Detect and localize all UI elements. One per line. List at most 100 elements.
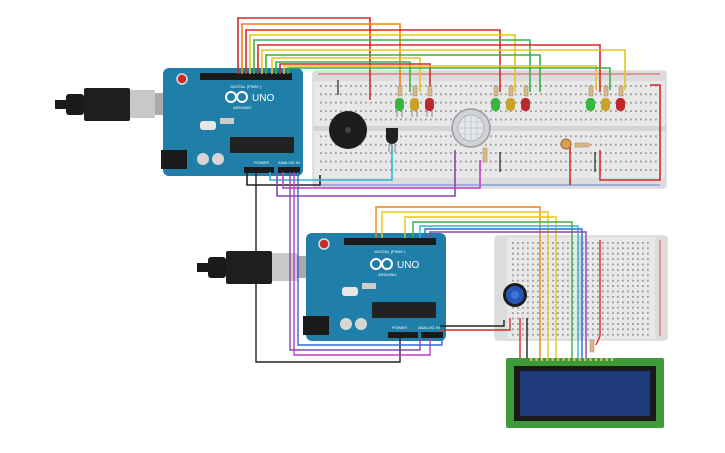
- breadboard-hole: [395, 85, 397, 87]
- breadboard-hole: [505, 93, 507, 96]
- breadboard-hole: [420, 85, 422, 87]
- lower-arduino[interactable]: DIGITAL (PWM~) UNO ARDUINO POWER ANALOG …: [197, 233, 446, 341]
- green-led[interactable]: [586, 98, 595, 111]
- breadboard-hole: [530, 93, 532, 96]
- breadboard-hole: [625, 101, 627, 104]
- breadboard-hole: [592, 290, 594, 293]
- breadboard-hole: [607, 323, 609, 325]
- breadboard-hole: [360, 93, 362, 96]
- breadboard-hole: [455, 85, 457, 87]
- breadboard-hole: [610, 169, 612, 171]
- breadboard-hole: [385, 110, 387, 112]
- breadboard-hole: [570, 110, 572, 112]
- breadboard-hole: [330, 118, 332, 121]
- breadboard-hole: [587, 247, 589, 250]
- lcd-pins: [530, 358, 614, 361]
- upper-arduino[interactable]: DIGITAL (PWM~) UNO ARDUINO POWER ANALOG …: [55, 68, 303, 176]
- breadboard-hole: [355, 152, 357, 154]
- breadboard-hole: [532, 263, 534, 266]
- reset-button[interactable]: [318, 238, 330, 250]
- temperature-sensor[interactable]: [386, 128, 398, 152]
- breadboard-hole: [632, 252, 634, 255]
- breadboard-hole: [647, 296, 649, 298]
- breadboard-hole: [607, 285, 609, 287]
- green-led[interactable]: [395, 98, 404, 117]
- breadboard-hole: [545, 152, 547, 154]
- breadboard-hole: [580, 169, 582, 171]
- breadboard-hole: [612, 328, 614, 331]
- led-group-2[interactable]: [491, 98, 530, 111]
- red-led[interactable]: [616, 98, 625, 111]
- gas-sensor[interactable]: [451, 108, 491, 148]
- breadboard-hole: [587, 312, 589, 314]
- breadboard-hole: [562, 328, 564, 331]
- breadboard-hole: [560, 85, 562, 87]
- breadboard-hole: [542, 333, 544, 336]
- breadboard-hole: [627, 333, 629, 336]
- breadboard-hole: [530, 110, 532, 112]
- breadboard-hole: [505, 135, 507, 138]
- breadboard-hole: [640, 110, 642, 112]
- breadboard-hole: [542, 290, 544, 293]
- reset-button[interactable]: [176, 73, 188, 85]
- breadboard-hole: [415, 152, 417, 154]
- potentiometer[interactable]: [503, 283, 527, 307]
- breadboard-hole: [572, 333, 574, 336]
- breadboard-hole: [575, 135, 577, 138]
- breadboard-hole: [445, 160, 447, 163]
- breadboard-hole: [650, 110, 652, 112]
- breadboard-hole: [600, 135, 602, 138]
- breadboard-hole: [592, 328, 594, 331]
- breadboard-hole: [625, 85, 627, 87]
- lcd-display[interactable]: [506, 358, 664, 428]
- led-group-3[interactable]: [586, 98, 625, 111]
- breadboard-hole: [550, 169, 552, 171]
- breadboard-hole: [330, 85, 332, 87]
- breadboard-hole: [385, 160, 387, 163]
- red-led[interactable]: [521, 98, 530, 111]
- breadboard-hole: [517, 333, 519, 336]
- breadboard-hole: [627, 252, 629, 255]
- yellow-led[interactable]: [506, 98, 515, 111]
- resistors[interactable]: [397, 85, 624, 353]
- breadboard-hole: [645, 85, 647, 87]
- breadboard-hole: [587, 263, 589, 266]
- yellow-led[interactable]: [601, 98, 610, 111]
- breadboard-hole: [540, 101, 542, 104]
- breadboard-hole: [525, 118, 527, 121]
- piezo-buzzer[interactable]: [329, 111, 367, 149]
- breadboard-hole: [580, 160, 582, 163]
- breadboard-hole: [515, 143, 517, 146]
- breadboard-hole: [560, 110, 562, 112]
- green-led[interactable]: [491, 98, 500, 111]
- breadboard-hole: [460, 93, 462, 96]
- led-group-1[interactable]: [395, 98, 434, 117]
- breadboard-hole: [500, 101, 502, 104]
- yellow-led[interactable]: [410, 98, 419, 117]
- breadboard-hole: [612, 290, 614, 293]
- breadboard-hole: [500, 160, 502, 163]
- breadboard-hole: [410, 93, 412, 96]
- breadboard-hole: [642, 258, 644, 260]
- breadboard-hole: [582, 333, 584, 336]
- breadboard-hole: [435, 143, 437, 146]
- breadboard-hole: [592, 279, 594, 282]
- breadboard-hole: [435, 160, 437, 163]
- breadboard-hole: [612, 312, 614, 314]
- breadboard-hole: [612, 301, 614, 304]
- lcd-pin: [562, 358, 565, 361]
- red-led[interactable]: [425, 98, 434, 117]
- breadboard-hole: [552, 274, 554, 277]
- breadboard-hole: [567, 306, 569, 309]
- breadboard-hole: [572, 252, 574, 255]
- breadboard-hole: [527, 247, 529, 250]
- photoresistor[interactable]: [560, 138, 572, 150]
- breadboard-hole: [600, 93, 602, 96]
- breadboard-hole: [540, 135, 542, 138]
- breadboard-hole: [637, 285, 639, 287]
- breadboard-hole: [455, 110, 457, 112]
- breadboard-hole: [395, 110, 397, 112]
- breadboard-hole: [635, 169, 637, 171]
- breadboard-hole: [405, 110, 407, 112]
- lower-breadboard[interactable]: [494, 235, 668, 341]
